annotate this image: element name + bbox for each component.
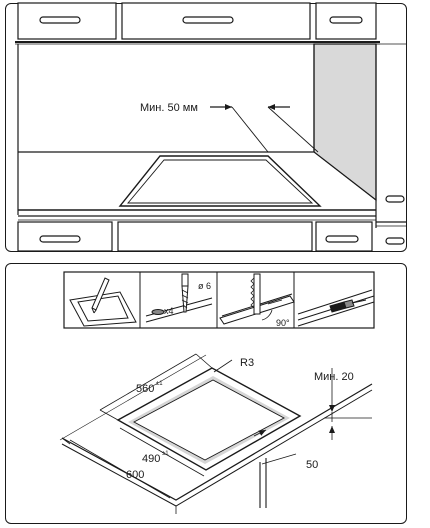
min-gap-label: Мин. 20 (314, 371, 354, 383)
cabinet-handle-icon (182, 16, 234, 24)
upper-cabinets (15, 2, 380, 45)
installation-steps (63, 271, 375, 329)
cabinet-handle-icon (39, 16, 81, 24)
cabinet-handle-icon (385, 195, 405, 203)
worktop-depth-label: 600 (126, 469, 144, 481)
pencil-marking-icon (91, 277, 110, 314)
lower-cabinets (17, 221, 373, 252)
min-clearance-label: Мин. 50 мм (140, 102, 198, 114)
cabinet-handle-icon (325, 235, 359, 243)
worktop-cutout-drawing (59, 353, 373, 514)
side-cabinet (376, 43, 407, 245)
drill-diameter-label: ø 6 (198, 281, 211, 291)
cutout-depth-label: 490 (142, 453, 160, 465)
drill-hole-icon (151, 309, 165, 315)
rear-offset-label: 50 (306, 459, 318, 471)
cutting-angle-label: 90° (276, 318, 290, 328)
corner-radius-label: R3 (240, 357, 254, 369)
seal-tape-icon (329, 299, 367, 313)
countertop (18, 151, 377, 221)
step-3-cutting (219, 273, 295, 325)
hole-count-label: x4 (164, 306, 174, 316)
step-4-sealing (297, 289, 375, 327)
cutout-opening (116, 367, 302, 471)
cutout-depth-tolerance: ±1 (162, 451, 169, 457)
step-2-drilling (145, 273, 213, 323)
cabinet-handle-icon (39, 235, 81, 243)
dimension-lines (61, 353, 372, 499)
side-wall (313, 43, 377, 202)
cabinet-handle-icon (329, 16, 363, 24)
clearance-indicator (210, 104, 319, 153)
hob-cooktop (118, 155, 322, 207)
kitchen-layout-drawing (15, 2, 407, 252)
cutout-width-label: 560 (136, 383, 154, 395)
jigsaw-blade-icon (250, 273, 261, 315)
walls (17, 43, 377, 228)
drill-bit-icon (181, 273, 189, 313)
step-1-marking (69, 277, 137, 327)
cutout-width-tolerance: ±1 (156, 381, 163, 387)
cabinet-handle-icon (385, 237, 405, 245)
